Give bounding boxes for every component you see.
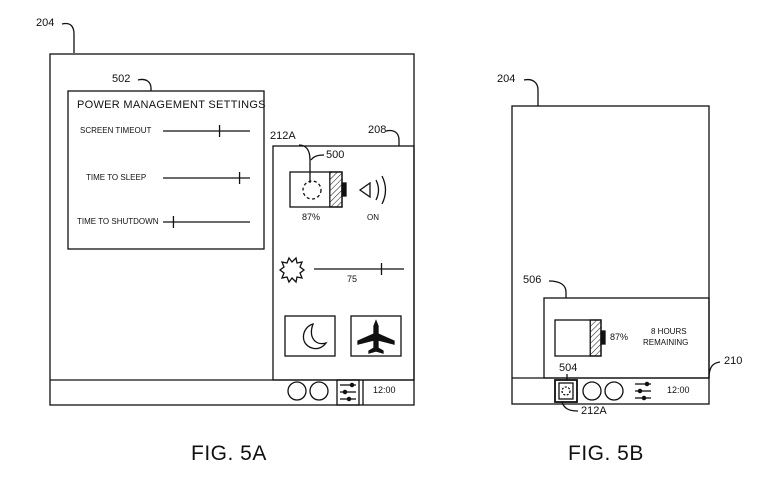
ref-502: 502 (112, 73, 131, 85)
settings-title: POWER MANAGEMENT SETTINGS (77, 99, 266, 111)
leader-212a-5b (561, 401, 579, 412)
settings-window (67, 90, 265, 250)
leader-208 (385, 129, 400, 146)
battery-icon (289, 171, 347, 208)
brightness-icon[interactable] (278, 256, 306, 284)
battery-popup (543, 297, 710, 379)
ref-208: 208 (368, 124, 387, 136)
ref-500: 500 (326, 149, 345, 161)
leader-210 (708, 361, 721, 379)
settings-sliders-icon[interactable] (635, 381, 651, 401)
setting-label-time-to-shutdown: TIME TO SHUTDOWN (77, 217, 159, 226)
battery-indicator-icon (558, 382, 574, 400)
battery-percent-5b: 87% (610, 332, 629, 342)
ref-210: 210 (724, 355, 743, 367)
leader-500 (310, 154, 325, 161)
caption-fig5b: FIG. 5B (568, 442, 644, 465)
brightness-value: 75 (347, 274, 358, 284)
airplane-mode-button[interactable] (350, 315, 402, 357)
device-screen-5b (511, 105, 710, 405)
ref-204-5a: 204 (36, 17, 55, 29)
settings-sliders (163, 125, 250, 228)
taskbar-circle-1[interactable] (582, 381, 602, 401)
quick-settings-panel (272, 145, 415, 381)
ref-504: 504 (559, 362, 578, 374)
airplane-icon (357, 319, 395, 354)
taskbar-settings-selected[interactable] (336, 379, 360, 406)
taskbar-circle-1[interactable] (287, 381, 307, 401)
remaining-line1: 8 HOURS (651, 327, 687, 336)
ref-212a-5a: 212A (270, 130, 296, 142)
clock-5b: 12:00 (667, 385, 690, 395)
moon-icon (302, 323, 328, 350)
fig5a (49, 22, 415, 406)
wireless-icon[interactable] (358, 175, 387, 205)
taskbar-circle-2[interactable] (309, 381, 329, 401)
remaining-line2: REMAINING (643, 338, 689, 347)
ref-204-5b: 204 (497, 73, 516, 85)
leader-506 (548, 280, 567, 298)
wireless-state: ON (367, 213, 379, 222)
leader-212a-5a (298, 144, 311, 183)
fig5b (511, 78, 721, 412)
ref-212a-5b: 212A (581, 405, 607, 417)
battery-indicator-512a[interactable] (554, 379, 578, 403)
setting-label-time-to-sleep: TIME TO SLEEP (86, 173, 147, 182)
clock-5a: 12:00 (373, 385, 396, 395)
caption-fig5a: FIG. 5A (191, 442, 267, 465)
night-mode-button[interactable] (284, 315, 336, 357)
setting-label-screen-timeout: SCREEN TIMEOUT (80, 126, 152, 135)
leader-204-5a (61, 22, 75, 53)
leader-204-5b (523, 78, 539, 106)
leader-502 (137, 78, 152, 91)
settings-sliders-icon (340, 382, 356, 402)
battery-icon (554, 319, 606, 357)
taskbar-circle-2[interactable] (604, 381, 624, 401)
battery-percent-5a: 87% (302, 212, 321, 222)
ref-506: 506 (523, 274, 542, 286)
